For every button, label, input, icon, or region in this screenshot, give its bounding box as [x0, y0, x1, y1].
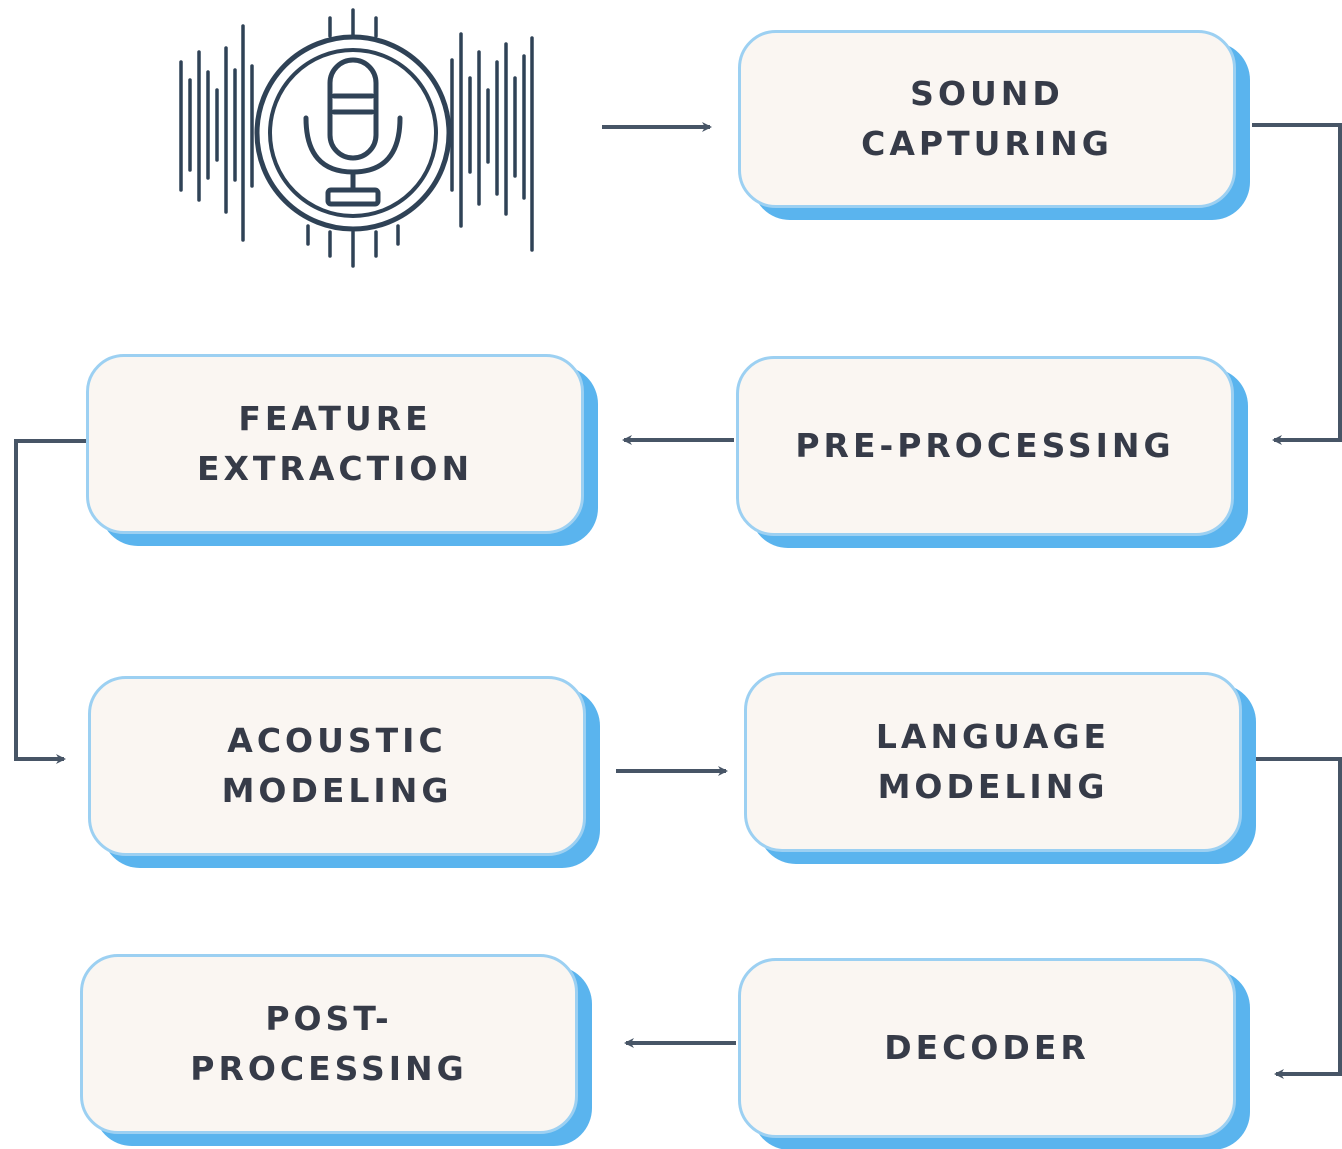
pre-processing-box: PRE-PROCESSING — [736, 356, 1234, 536]
microphone-soundwave-icon — [179, 8, 534, 268]
post-processing-box: POST- PROCESSING — [80, 954, 578, 1134]
sound-capturing-label-line-1: SOUND — [910, 74, 1064, 113]
feature-extraction-box: FEATURE EXTRACTION — [86, 354, 584, 534]
sound-capturing-label-line-2: CAPTURING — [861, 124, 1113, 163]
feature-extraction-label-line-2: EXTRACTION — [196, 449, 474, 488]
arrow-feature-extraction-to-acoustic-modeling — [14, 439, 86, 764]
sound-capturing-box: SOUND CAPTURING — [738, 30, 1236, 208]
mic-outer-ring — [254, 34, 452, 232]
connectors — [14, 122, 1342, 1079]
decoder-label: DECODER — [884, 1028, 1090, 1067]
acoustic-modeling-box: ACOUSTIC MODELING — [88, 676, 586, 856]
arrow-sound-capturing-to-pre-processing — [1252, 123, 1342, 445]
microphone-icon — [303, 57, 403, 207]
soundwave-ticks — [306, 8, 400, 268]
soundwave-bars-left — [179, 24, 254, 242]
language-modeling-label-line-2: MODELING — [877, 767, 1109, 806]
post-processing-label-line-1: POST- — [265, 999, 393, 1038]
language-modeling-label-line-1: LANGUAGE — [875, 717, 1111, 756]
feature-extraction-label-line-1: FEATURE — [238, 399, 432, 438]
soundwave-bars-right — [450, 32, 534, 252]
arrow-language-modeling-to-decoder — [1256, 757, 1342, 1079]
decoder-box: DECODER — [738, 958, 1236, 1138]
mic-inner-ring — [268, 48, 438, 218]
acoustic-modeling-label-line-1: ACOUSTIC — [227, 721, 447, 760]
post-processing-label-line-2: PROCESSING — [190, 1049, 468, 1088]
language-modeling-box: LANGUAGE MODELING — [744, 672, 1242, 852]
pre-processing-label: PRE-PROCESSING — [795, 426, 1175, 465]
acoustic-modeling-label-line-2: MODELING — [221, 771, 453, 810]
